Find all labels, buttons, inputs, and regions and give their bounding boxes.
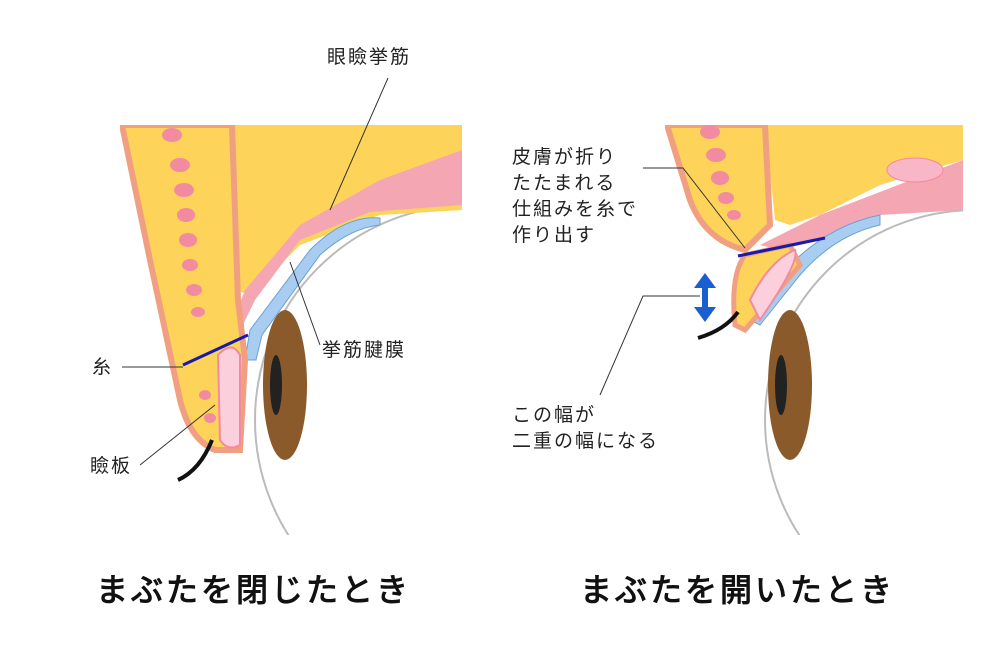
label-levator-aponeurosis: 挙筋腱膜: [322, 339, 407, 361]
eyelid-skin-upper: [665, 125, 774, 254]
leader-lines-right: [599, 167, 746, 396]
levator-muscle: [230, 150, 462, 335]
iris: [263, 310, 307, 460]
tarsal-plate: [748, 248, 797, 322]
label-tarsal-plate: 瞼板: [90, 455, 133, 477]
note-width-line: この幅が: [512, 404, 597, 426]
pupil: [775, 355, 787, 415]
label-levator-muscle: 眼瞼挙筋: [327, 46, 412, 68]
orbital-fat: [765, 125, 963, 225]
title-open: まぶたを開いたとき: [580, 571, 896, 609]
label-thread: 糸: [92, 356, 114, 378]
note-fold-line: 仕組みを糸で: [512, 198, 639, 220]
leader-lines-left: [122, 77, 389, 466]
pupil: [270, 355, 282, 415]
eyeball: [254, 204, 462, 535]
eyelash: [177, 439, 214, 482]
note-fold-line: たたまれる: [512, 172, 617, 194]
eyeball: [764, 209, 963, 535]
thread: [182, 333, 249, 367]
orbicularis-muscle: [162, 128, 216, 423]
note-fold-line: 作り出す: [512, 224, 597, 246]
note-width-line: 二重の幅になる: [512, 430, 660, 452]
closed-eyelid-diagram: [120, 125, 462, 535]
title-closed: まぶたを閉じたとき: [96, 571, 412, 609]
thread: [737, 236, 826, 258]
open-eyelid-diagram: [665, 125, 963, 535]
iris: [768, 310, 812, 460]
note-fold-line: 皮膚が折り: [512, 146, 618, 168]
orbicularis-muscle: [700, 125, 741, 220]
tarsal-plate: [216, 346, 241, 449]
fat-pad: [886, 157, 944, 183]
conjunctiva: [244, 217, 381, 361]
eyelid-skin: [120, 125, 249, 453]
eyelash: [697, 310, 740, 340]
note-width: この幅が 二重の幅になる: [512, 402, 659, 454]
double-fold-width-arrow: [694, 273, 716, 322]
levator-muscle: [760, 160, 963, 250]
note-fold: 皮膚が折り たたまれる 仕組みを糸で 作り出す: [512, 144, 638, 248]
